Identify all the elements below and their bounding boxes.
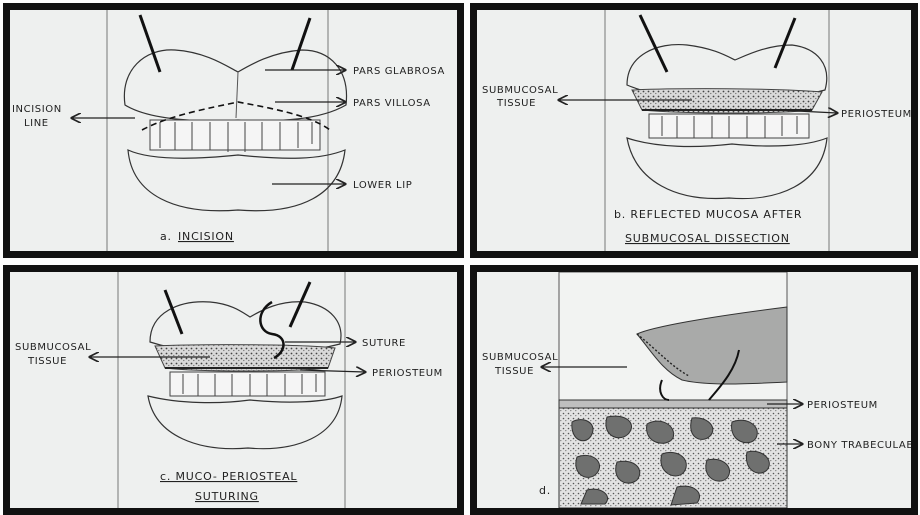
caption-c-line2: SUTURING [195, 490, 259, 503]
upper-teeth [170, 372, 325, 396]
periosteum-layer [559, 400, 787, 408]
label-submucosal: SUBMUCOSAL [482, 352, 558, 363]
label-incision: INCISION [12, 104, 62, 115]
lower-lip [627, 138, 827, 199]
label-pars-glabrosa: PARS GLABROSA [353, 66, 445, 77]
caption-a-title: INCISION [178, 230, 234, 243]
label-tissue: TISSUE [27, 356, 67, 367]
panel-b-drawing: SUBMUCOSAL TISSUE PERIOSTEUM b. REFLECTE… [477, 10, 911, 251]
retractor-hook-right [292, 18, 310, 70]
caption-a-letter: a. [160, 230, 172, 243]
retractor-hook-right [775, 18, 795, 68]
panel-d-cross-section: SUBMUCOSAL TISSUE PERIOSTEUM BONY TRABEC… [470, 265, 918, 515]
label-periosteum: PERIOSTEUM [372, 368, 443, 379]
panel-a-drawing: INCISION LINE PARS GLABROSA PARS VILLOSA… [10, 10, 457, 251]
lower-lip [148, 396, 342, 449]
caption-b-line2: SUBMUCOSAL DISSECTION [625, 232, 790, 245]
label-tissue: TISSUE [494, 366, 534, 377]
label-line: LINE [24, 118, 49, 129]
label-tissue: TISSUE [496, 98, 536, 109]
retractor-hook-left [640, 15, 667, 72]
upper-teeth [150, 120, 320, 152]
label-periosteum: PERIOSTEUM [807, 400, 878, 411]
label-submucosal: SUBMUCOSAL [15, 342, 91, 353]
retractor-hook-right [290, 282, 310, 327]
label-lower-lip: LOWER LIP [353, 180, 412, 191]
label-pars-villosa: PARS VILLOSA [353, 98, 431, 109]
label-suture: SUTURE [362, 338, 406, 349]
panel-b-reflected-mucosa: SUBMUCOSAL TISSUE PERIOSTEUM b. REFLECTE… [470, 3, 918, 258]
lower-lip [128, 150, 345, 211]
retractor-hook-left [165, 290, 182, 334]
upper-lip [124, 50, 346, 121]
caption-d-letter: d. [539, 484, 551, 497]
panel-c-suturing: SUBMUCOSAL TISSUE SUTURE PERIOSTEUM c. M… [3, 265, 464, 515]
retractor-hook-left [140, 15, 160, 72]
label-submucosal: SUBMUCOSAL [482, 85, 558, 96]
caption-b-line1: b. REFLECTED MUCOSA AFTER [614, 208, 802, 221]
label-bony-trabeculae: BONY TRABECULAE [807, 440, 911, 451]
label-periosteum: PERIOSTEUM [841, 109, 911, 120]
caption-c-line1: c. MUCO- PERIOSTEAL [160, 470, 297, 483]
panel-c-drawing: SUBMUCOSAL TISSUE SUTURE PERIOSTEUM c. M… [10, 272, 457, 508]
panel-d-drawing: SUBMUCOSAL TISSUE PERIOSTEUM BONY TRABEC… [477, 272, 911, 508]
upper-teeth [649, 114, 809, 138]
panel-a-incision: INCISION LINE PARS GLABROSA PARS VILLOSA… [3, 3, 464, 258]
